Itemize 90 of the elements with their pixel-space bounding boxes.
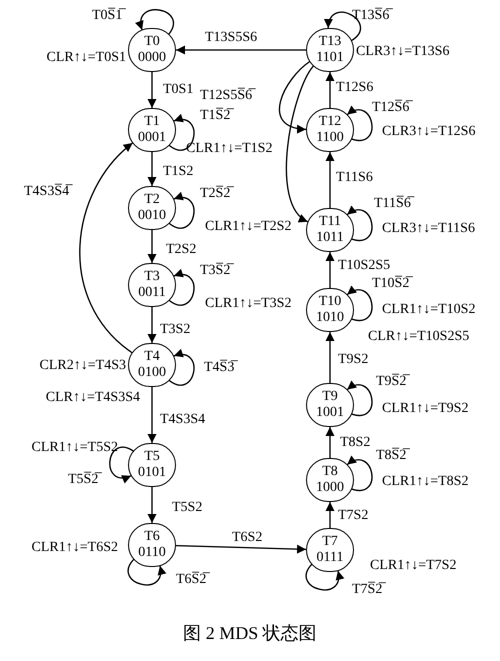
arrow — [148, 72, 156, 108]
self-loop-arrow — [346, 106, 373, 142]
state-name: T5 — [144, 449, 160, 465]
arrow — [176, 544, 306, 554]
state-name: T1 — [144, 114, 160, 130]
arrow — [326, 252, 334, 288]
arrow — [176, 46, 306, 54]
arrow — [326, 427, 334, 458]
self-loop-arrow — [346, 456, 373, 492]
state-name: T7 — [322, 534, 338, 550]
self-loop-arrow — [346, 286, 373, 322]
self-loop-arrow — [168, 350, 195, 386]
arrow — [148, 487, 156, 523]
state-code: 1001 — [316, 405, 344, 421]
self-loop-arrow — [346, 381, 373, 416]
edge-label: T2S2 — [166, 242, 196, 258]
condition-label: CLR1↑↓=T3S2 — [205, 296, 292, 312]
edge-label: T6S2 — [232, 530, 262, 546]
edge-label: T1S2 — [163, 164, 194, 180]
edge-label: T10S2S5 — [338, 258, 390, 274]
arrow — [326, 72, 334, 108]
edge-label: T5S2 — [172, 500, 202, 516]
caption: 图 2 MDS 状态图 — [182, 622, 318, 645]
condition-label: CLR1↑↓=T1S2 — [186, 141, 272, 157]
edge-label: T3S2 — [160, 322, 190, 338]
condition-label: CLR↑↓=T10S2S5 — [368, 329, 470, 345]
self-loop-arrow — [128, 558, 166, 586]
arrow — [286, 66, 314, 222]
condition-label: CLR1↑↓=T6S2 — [32, 540, 118, 556]
state-name: T3 — [144, 269, 160, 285]
state-code: 0101 — [138, 465, 166, 481]
state-code: 0001 — [138, 130, 166, 146]
self-loop-arrow — [168, 114, 195, 151]
state-code: 1000 — [316, 480, 344, 496]
self-loop-arrow — [168, 192, 195, 229]
condition-label: CLR1↑↓=T2S2 — [205, 219, 292, 235]
state-name: T2 — [144, 192, 160, 208]
state-code: 0000 — [138, 50, 166, 66]
arrow — [278, 61, 310, 133]
condition-label: CLR↑↓=T0S1 — [46, 50, 126, 66]
condition-label: CLR1↑↓=T8S2 — [382, 474, 468, 490]
arrow — [326, 502, 334, 528]
arrow — [148, 307, 156, 343]
state-name: T0 — [144, 34, 160, 50]
arrow — [326, 152, 334, 208]
state-code: 0110 — [138, 545, 166, 561]
state-code: 1010 — [316, 310, 344, 326]
state-name: T6 — [144, 529, 160, 545]
condition-label: CLR↑↓=T4S3S4 — [46, 390, 140, 406]
condition-label: CLR1↑↓=T5S2 — [32, 440, 118, 456]
edge-label: T11S6 — [336, 170, 373, 186]
condition-label: CLR1↑↓=T7S2 — [370, 558, 456, 574]
edge-label: T13S5S6 — [205, 30, 258, 46]
state-name: T8 — [322, 464, 338, 480]
condition-label: CLR3↑↓=T13S6 — [356, 44, 450, 60]
state-name: T13 — [318, 34, 342, 50]
arrow — [148, 387, 156, 443]
condition-label: CLR3↑↓=T12S6 — [382, 124, 476, 140]
state-code: 0011 — [138, 285, 166, 301]
edge-label: T12S6 — [336, 80, 374, 96]
arrow — [148, 230, 156, 263]
edge-label: T8S2 — [340, 435, 370, 451]
state-name: T9 — [322, 389, 338, 405]
condition-label: CLR1↑↓=T10S2 — [382, 302, 476, 318]
edge-label: T4S3S4 — [160, 412, 206, 428]
state-code: 1101 — [316, 50, 344, 66]
arrow — [148, 152, 156, 186]
state-code: 0100 — [138, 365, 166, 381]
condition-label: CLR3↑↓=T11S6 — [382, 221, 475, 237]
edge-label: T9S2 — [338, 352, 368, 368]
self-loop-arrow — [346, 206, 373, 242]
state-code: 1100 — [316, 130, 344, 146]
condition-label: CLR2↑↓=T4S3 — [40, 358, 126, 374]
state-code: 0010 — [138, 208, 166, 224]
state-code: 1011 — [316, 230, 344, 246]
arrow — [326, 332, 334, 383]
self-loop-arrow — [306, 564, 344, 591]
self-loop-arrow — [168, 270, 195, 306]
self-loop-arrow — [136, 9, 174, 35]
state-name: T10 — [318, 294, 342, 310]
self-loop-arrow — [325, 12, 361, 41]
state-name: T4 — [144, 349, 160, 365]
state-name: T11 — [318, 214, 342, 230]
edge-label: T7S2 — [338, 508, 368, 524]
state-code: 0111 — [316, 550, 344, 566]
condition-label: CLR1↑↓=T9S2 — [382, 401, 468, 417]
arrow — [79, 142, 134, 354]
self-loop-arrow — [109, 446, 134, 483]
state-name: T12 — [318, 114, 342, 130]
edge-label: T0S1 — [163, 82, 194, 98]
